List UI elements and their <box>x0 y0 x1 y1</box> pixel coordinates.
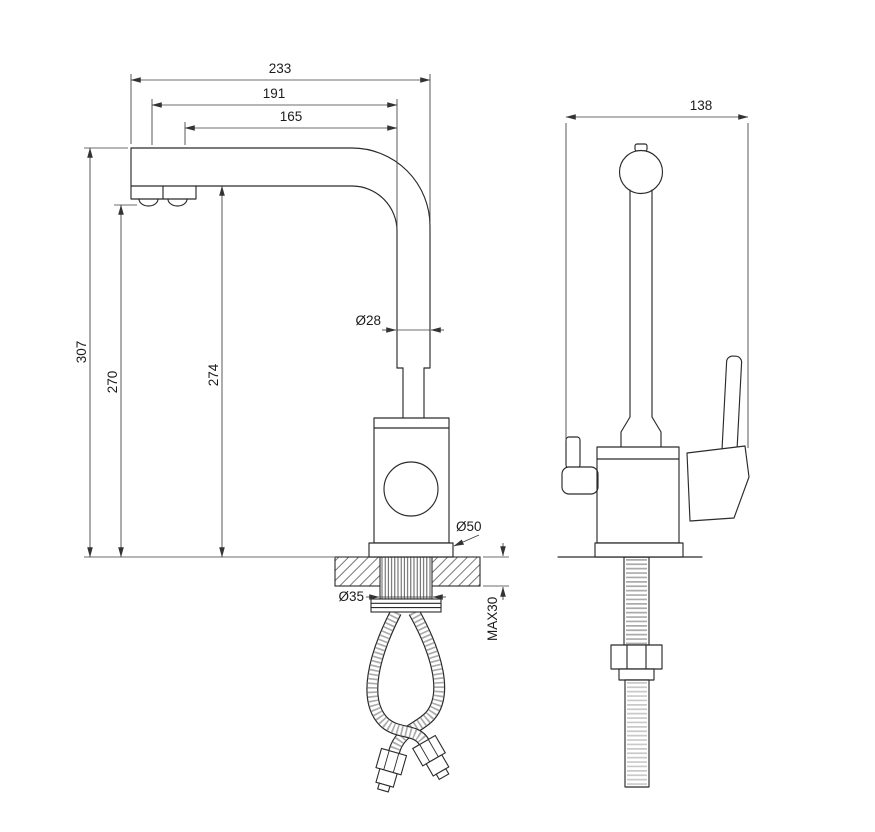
front-supply-hoses <box>366 609 456 795</box>
dim-label-d28: Ø28 <box>355 313 381 328</box>
dim-label-d35: Ø35 <box>338 589 364 604</box>
dim-outlet-height: 270 <box>105 204 137 558</box>
dim-label-307: 307 <box>74 341 89 364</box>
dim-overall-width: 233 <box>130 61 431 222</box>
neck <box>402 367 425 419</box>
dimensions: 233 191 165 307 270 274 <box>74 61 749 641</box>
dim-reach-mid: 191 <box>151 86 398 228</box>
dim-base-diameter: Ø50 <box>453 519 482 547</box>
spout-end-circle <box>618 149 664 195</box>
dim-underside-height: 274 <box>206 185 225 558</box>
dim-label-138: 138 <box>690 98 713 113</box>
aerator-bump-right <box>167 198 188 207</box>
dim-side-depth: 138 <box>565 98 749 448</box>
dim-max-counter: MAX30 <box>483 543 509 641</box>
spout-outer-edge <box>130 147 431 369</box>
body-handle-circle <box>383 461 439 517</box>
side-hose-nut <box>610 644 663 670</box>
spout-inner-edge <box>195 185 398 369</box>
filter-lever-tab <box>565 436 581 469</box>
dim-tube-diameter: Ø28 <box>355 313 444 333</box>
side-tube-cone <box>620 416 662 448</box>
dim-label-165: 165 <box>280 109 303 124</box>
dim-shank-diameter: Ø35 <box>338 589 446 604</box>
dim-label-270: 270 <box>105 371 120 394</box>
base-flange <box>368 542 454 558</box>
side-faucet <box>557 143 750 558</box>
dim-reach-inner: 165 <box>184 109 398 145</box>
aerator-bump-left <box>138 198 159 207</box>
hose-fitting-left <box>369 747 408 795</box>
side-hose-collar <box>618 668 655 681</box>
hose-left-braid <box>367 609 429 745</box>
mixer-handle-base <box>686 445 750 522</box>
side-hose-upper <box>623 556 650 646</box>
front-view <box>130 147 481 795</box>
side-view <box>557 143 750 788</box>
hose-right-braid <box>389 609 444 754</box>
mixer-handle-arm <box>721 355 743 455</box>
dim-label-d50: Ø50 <box>456 519 482 534</box>
dim-label-233: 233 <box>269 61 292 76</box>
dim-label-max30: MAX30 <box>485 597 500 641</box>
dim-label-191: 191 <box>263 86 286 101</box>
dim-overall-height: 307 <box>74 147 334 558</box>
side-supply-hose <box>610 556 663 788</box>
mounting-locknut <box>370 598 442 613</box>
side-base-flange <box>594 542 684 558</box>
side-body <box>596 446 680 544</box>
filter-lever <box>561 466 599 495</box>
front-faucet <box>130 147 454 558</box>
dim-label-274: 274 <box>206 363 221 386</box>
side-hose-lower <box>624 679 650 788</box>
side-tube <box>629 189 653 418</box>
threaded-shank <box>379 556 433 600</box>
